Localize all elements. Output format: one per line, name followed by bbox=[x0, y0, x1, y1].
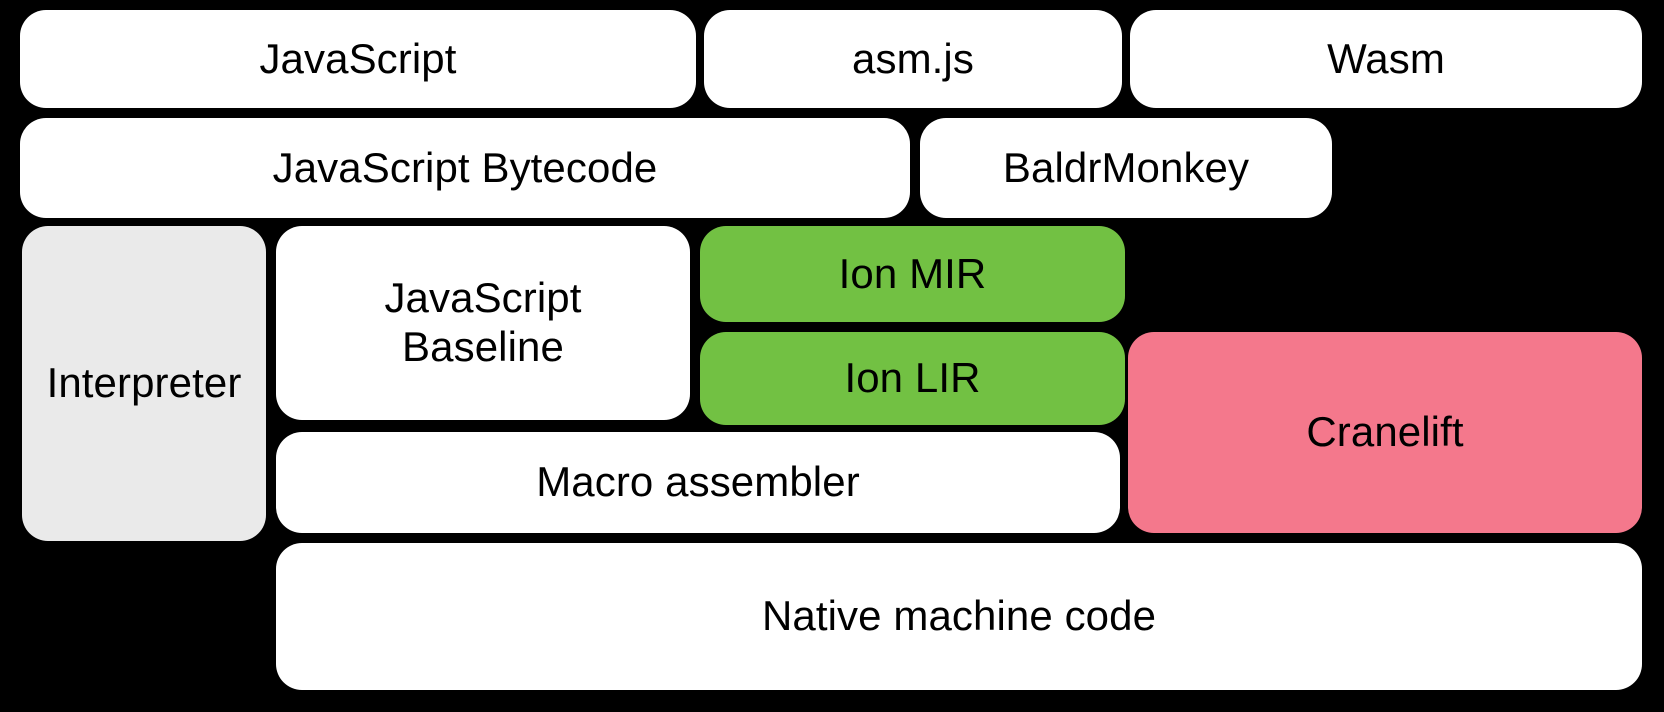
node-baldrmonkey: BaldrMonkey bbox=[920, 118, 1332, 218]
node-javascript-bytecode: JavaScript Bytecode bbox=[20, 118, 910, 218]
node-macro-assembler: Macro assembler bbox=[276, 432, 1120, 533]
node-cranelift: Cranelift bbox=[1128, 332, 1642, 533]
node-ion-lir: Ion LIR bbox=[700, 332, 1125, 425]
node-javascript: JavaScript bbox=[20, 10, 696, 108]
node-ion-mir: Ion MIR bbox=[700, 226, 1125, 322]
node-interpreter: Interpreter bbox=[22, 226, 266, 541]
node-asmjs: asm.js bbox=[704, 10, 1122, 108]
node-javascript-baseline: JavaScript Baseline bbox=[276, 226, 690, 420]
node-wasm: Wasm bbox=[1130, 10, 1642, 108]
node-native-machine-code: Native machine code bbox=[276, 543, 1642, 690]
